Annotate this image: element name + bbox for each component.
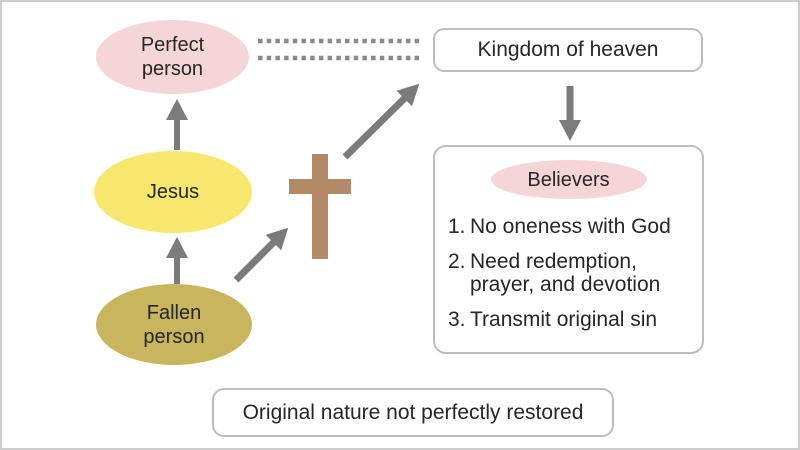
arrow-cross-to-kingdom [342,83,420,160]
list-item: 3. Transmit original sin [448,308,694,331]
christian-cross-icon [289,154,351,259]
list-item-number: 1. [448,215,466,238]
node-fallen-person: Fallen person [96,284,252,365]
list-item: 2. Need redemption, prayer, and devotion [448,250,694,296]
bottom-note: Original nature not perfectly restored [212,388,614,437]
list-item-number: 2. [448,250,466,273]
dotted-equivalence-line [258,38,420,61]
bottom-note-label: Original nature not perfectly restored [242,400,584,424]
arrow-fallen-to-cross [233,227,289,283]
list-item: 1. No oneness with God [448,215,694,238]
believers-list: 1. No oneness with God 2. Need redemptio… [435,215,702,331]
believers-panel: Believers 1. No oneness with God 2. Need… [433,145,704,354]
node-believers: Believers [490,160,647,199]
node-kingdom-of-heaven: Kingdom of heaven [433,28,703,72]
list-item-text: No oneness with God [470,215,671,238]
node-perfect-person: Perfect person [96,20,249,94]
node-jesus: Jesus [94,151,252,233]
list-item-text: Transmit original sin [470,308,658,331]
list-item-text: Need redemption, prayer, and devotion [470,250,661,296]
list-item-number: 3. [448,308,466,331]
kingdom-of-heaven-label: Kingdom of heaven [477,38,659,61]
